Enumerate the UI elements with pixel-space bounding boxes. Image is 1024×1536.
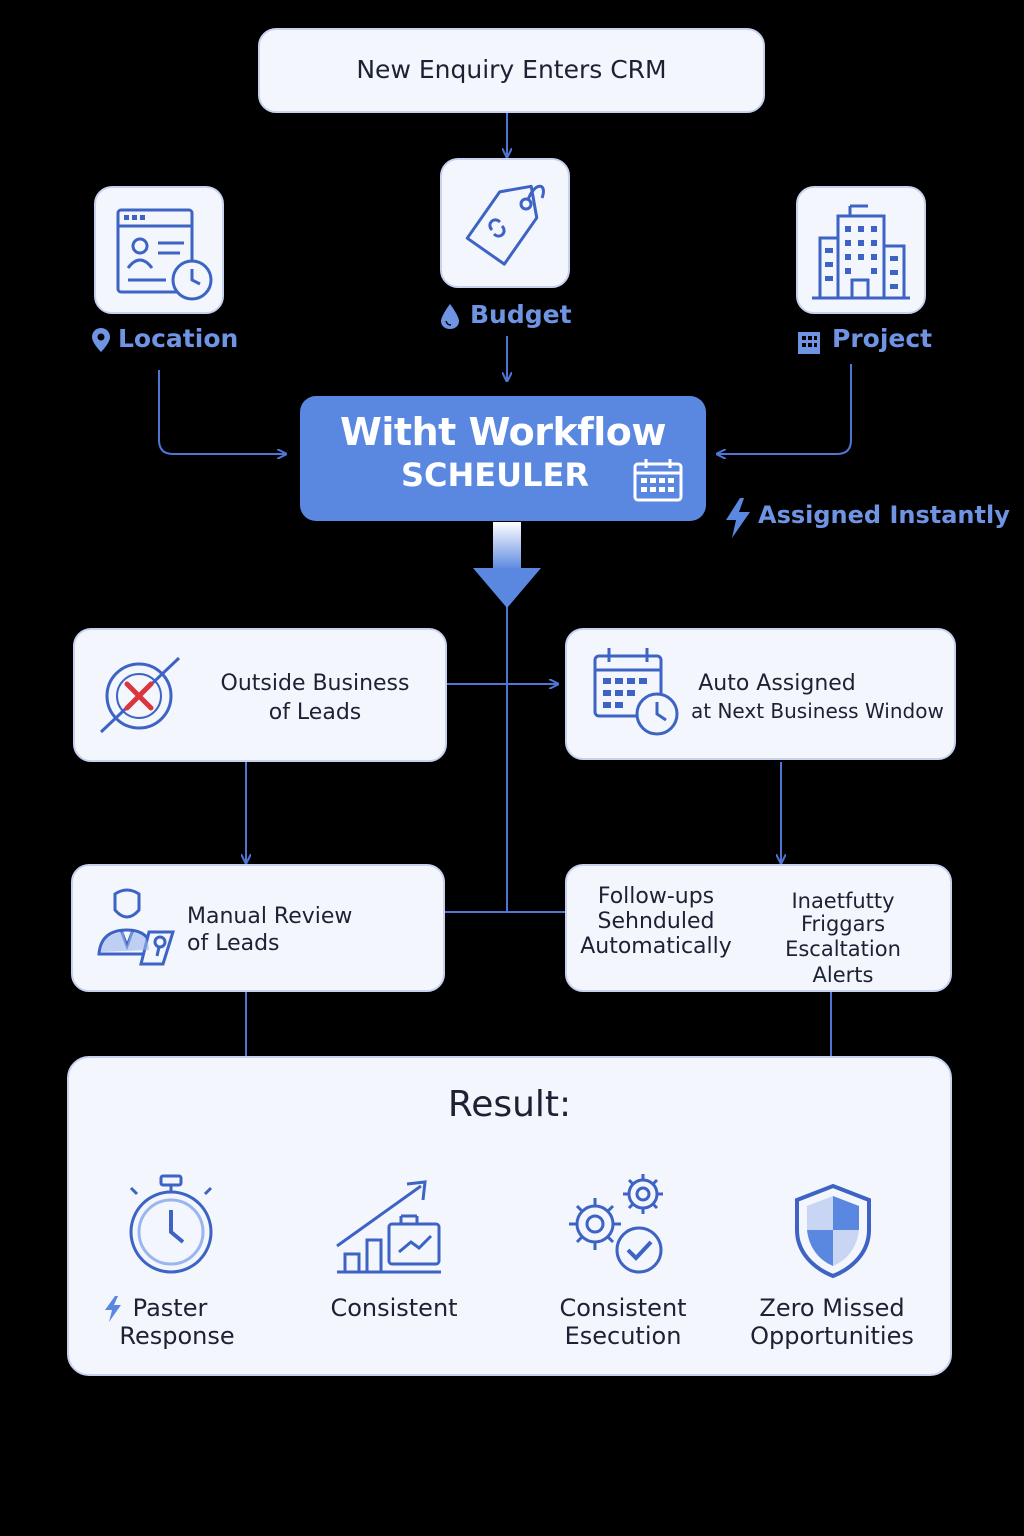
lightning-icon [726,498,750,538]
auto-assigned-node: Auto Assigned at Next Business Window [565,628,956,760]
start-label: New Enquiry Enters CRM [356,55,667,84]
calendar-clock-icon [593,648,679,736]
result-item-3-line1: Consistent [559,1294,687,1322]
building-icon [812,204,910,300]
big-arrow-shaft [493,522,521,570]
result-item-2-line1: Consistent [330,1294,458,1322]
drop-icon [441,304,459,329]
small-building-icon [798,332,820,354]
gears-check-icon [569,1174,663,1274]
result-item-4-line1: Zero Missed [759,1294,905,1322]
budget-label: Budget [470,300,572,329]
followups-line2: Sehnduled [597,909,715,934]
auto-assigned-line2: at Next Business Window [691,699,944,723]
project-label: Project [832,324,933,353]
blocked-clock-icon [99,656,181,734]
followups-line1: Follow-ups [597,884,715,909]
arrow-project-to-scheduler [718,364,852,454]
scheduler-node: Witht Workflow SCHEULER [300,396,706,521]
result-item-4-line2: Opportunities [750,1322,914,1350]
calendar-icon [633,459,683,502]
budget-icon-card [440,158,570,288]
project-icon-card [796,186,926,314]
manual-review-node: Manual Review of Leads [71,864,445,992]
manual-review-line2: of Leads [187,931,280,956]
big-arrow-head [473,568,541,608]
escalation-line2: Friggars [800,912,886,936]
auto-assigned-line1: Auto Assigned [698,671,856,696]
pin-icon [92,328,110,352]
price-tag-icon [465,184,545,266]
result-item-1-line1: Paster [132,1294,208,1322]
arrow-location-to-scheduler [158,370,285,454]
manual-review-line1: Manual Review [187,904,353,929]
escalation-line3: Escaltation [785,937,901,961]
location-icon-card [94,186,224,314]
outside-business-line1: Outside Business [220,671,410,696]
scheduler-title: Witht Workflow [339,410,667,454]
result-item-1-line2: Response [119,1322,235,1350]
escalation-line4: Alerts [812,963,874,987]
followups-line3: Automatically [580,934,732,959]
outside-business-line2: of Leads [268,700,362,725]
result-item-3-line2: Esecution [564,1322,682,1350]
location-label: Location [118,324,239,353]
assigned-instantly-label: Assigned Instantly [758,501,1010,529]
scheduler-subtitle: SCHEULER [400,456,590,494]
followups-node: Follow-ups Sehnduled Automatically Inaet… [565,864,952,992]
escalation-line1: Inaetfutty [791,889,895,913]
result-title: Result: [447,1084,572,1125]
outside-business-node: Outside Business of Leads [73,628,447,762]
stopwatch-icon [129,1174,213,1274]
profile-card-clock-icon [116,208,213,301]
shield-icon [795,1183,871,1279]
growth-chart-icon [336,1180,441,1274]
result-panel: Result: Paster Response Consistent [67,1056,952,1376]
start-node: New Enquiry Enters CRM [258,28,765,113]
reviewer-icon [97,888,176,966]
small-lightning-icon [105,1296,121,1322]
